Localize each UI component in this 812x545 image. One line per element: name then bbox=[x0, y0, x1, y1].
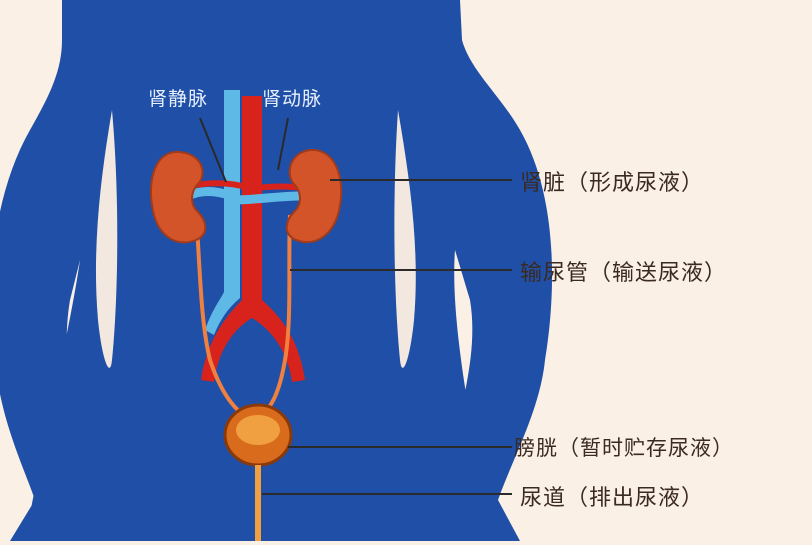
bladder-highlight bbox=[236, 415, 280, 445]
urethra-label: 尿道（排出尿液） bbox=[520, 480, 704, 512]
renal-vein-right bbox=[232, 196, 300, 200]
renal-vein-left bbox=[188, 192, 232, 197]
renal-vein-label: 肾静脉 bbox=[148, 84, 208, 111]
ureter-label: 输尿管（输送尿液） bbox=[520, 255, 727, 287]
kidney-label: 肾脏（形成尿液） bbox=[520, 165, 704, 197]
renal-artery-label: 肾动脉 bbox=[262, 84, 322, 111]
bladder-label: 膀胱（暂时贮存尿液） bbox=[514, 432, 734, 462]
renal-artery-right bbox=[255, 187, 302, 189]
